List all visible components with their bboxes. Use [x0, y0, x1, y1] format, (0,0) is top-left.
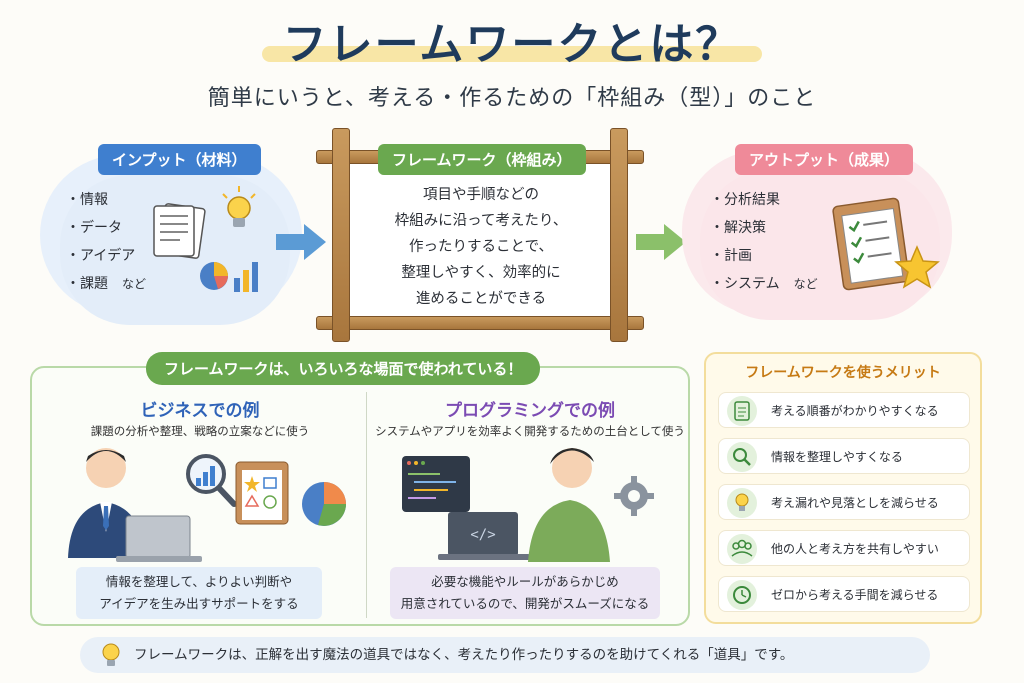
output-suffix: など [793, 277, 818, 291]
programming-note: 必要な機能やルールがあらかじめ 用意されているので、開発がスムーズになる [390, 567, 660, 619]
input-item: データ [66, 214, 146, 242]
output-item: 計画 [710, 242, 818, 270]
frame-beam-left [332, 128, 350, 342]
merit-item: ゼロから考える手間を減らせる [718, 576, 970, 612]
arrow-right-icon [636, 224, 686, 260]
laptop-icon [438, 512, 530, 560]
star-icon [894, 245, 940, 289]
frame-label: フレームワーク（枠組み） [378, 144, 586, 175]
output-label: アウトプット（成果） [735, 144, 914, 175]
business-note: 情報を整理して、よりよい判断や アイデアを生み出すサポートをする [76, 567, 322, 619]
business-illustration [68, 448, 346, 562]
merit-item: 考え漏れや見落としを減らせる [718, 484, 970, 520]
business-example-desc: 課題の分析や整理、戦略の立案などに使う [90, 424, 310, 438]
lightbulb-icon [102, 643, 120, 666]
usage-label: フレームワークは、いろいろな場面で使われている！ [146, 352, 541, 385]
merit-item: 他の人と考え方を共有しやすい [718, 530, 970, 566]
merit-item: 情報を整理しやすくなる [718, 438, 970, 474]
code-window-icon [402, 456, 470, 512]
page-subtitle: 簡単にいうと、考える・作るための「枠組み（型）」のこと [207, 86, 817, 111]
arrow-right-icon [276, 224, 326, 260]
footer-banner [80, 637, 930, 673]
documents-icon [153, 203, 206, 259]
lightbulb-icon [727, 488, 757, 518]
pie-bar-chart-icon [200, 262, 258, 292]
input-item: 情報 [66, 186, 146, 214]
checklist-icon [727, 396, 757, 426]
frame-beam-right [610, 128, 628, 342]
clipboard-shapes-icon [235, 461, 289, 525]
input-label: インプット（材料） [98, 144, 261, 175]
business-example-title: ビジネスでの例 [140, 401, 260, 421]
programmer-icon [528, 448, 610, 562]
programming-example-desc: システムやアプリを効率よく開発するための土台として使う [375, 424, 685, 438]
input-suffix: など [122, 277, 147, 291]
frame-beam-bottom [316, 316, 644, 330]
frame-panel [350, 163, 612, 317]
output-item: 解決策 [710, 214, 818, 242]
page-title: フレームワークとは？ [282, 19, 742, 70]
lightbulb-icon [222, 186, 256, 227]
people-icon [727, 534, 757, 564]
footer-text: フレームワークは、正解を出す魔法の道具ではなく、考えたり作ったりするのを助けてく… [134, 647, 794, 663]
magnifier-icon [727, 442, 757, 472]
merit-item: 考える順番がわかりやすくなる [718, 392, 970, 428]
programming-illustration: </> [402, 448, 654, 562]
gear-icon [614, 476, 654, 516]
input-item: アイデア [66, 242, 146, 270]
laptop-icon [116, 515, 202, 562]
pie-chart-icon [302, 482, 346, 526]
programming-example-title: プログラミングでの例 [445, 401, 615, 421]
clipboard-checklist-icon [832, 197, 910, 291]
magnifier-chart-icon [186, 454, 237, 507]
usage-divider [366, 392, 367, 618]
clock-icon [727, 580, 757, 610]
code-symbol: </> [470, 527, 495, 543]
title-highlight [262, 46, 762, 62]
output-item: 分析結果 [710, 186, 818, 214]
frame-description: 項目や手順などの 枠組みに沿って考えたり、 作ったりすることで、 整理しやすく、… [394, 187, 568, 307]
merits-title: フレームワークを使うメリット [745, 365, 941, 381]
